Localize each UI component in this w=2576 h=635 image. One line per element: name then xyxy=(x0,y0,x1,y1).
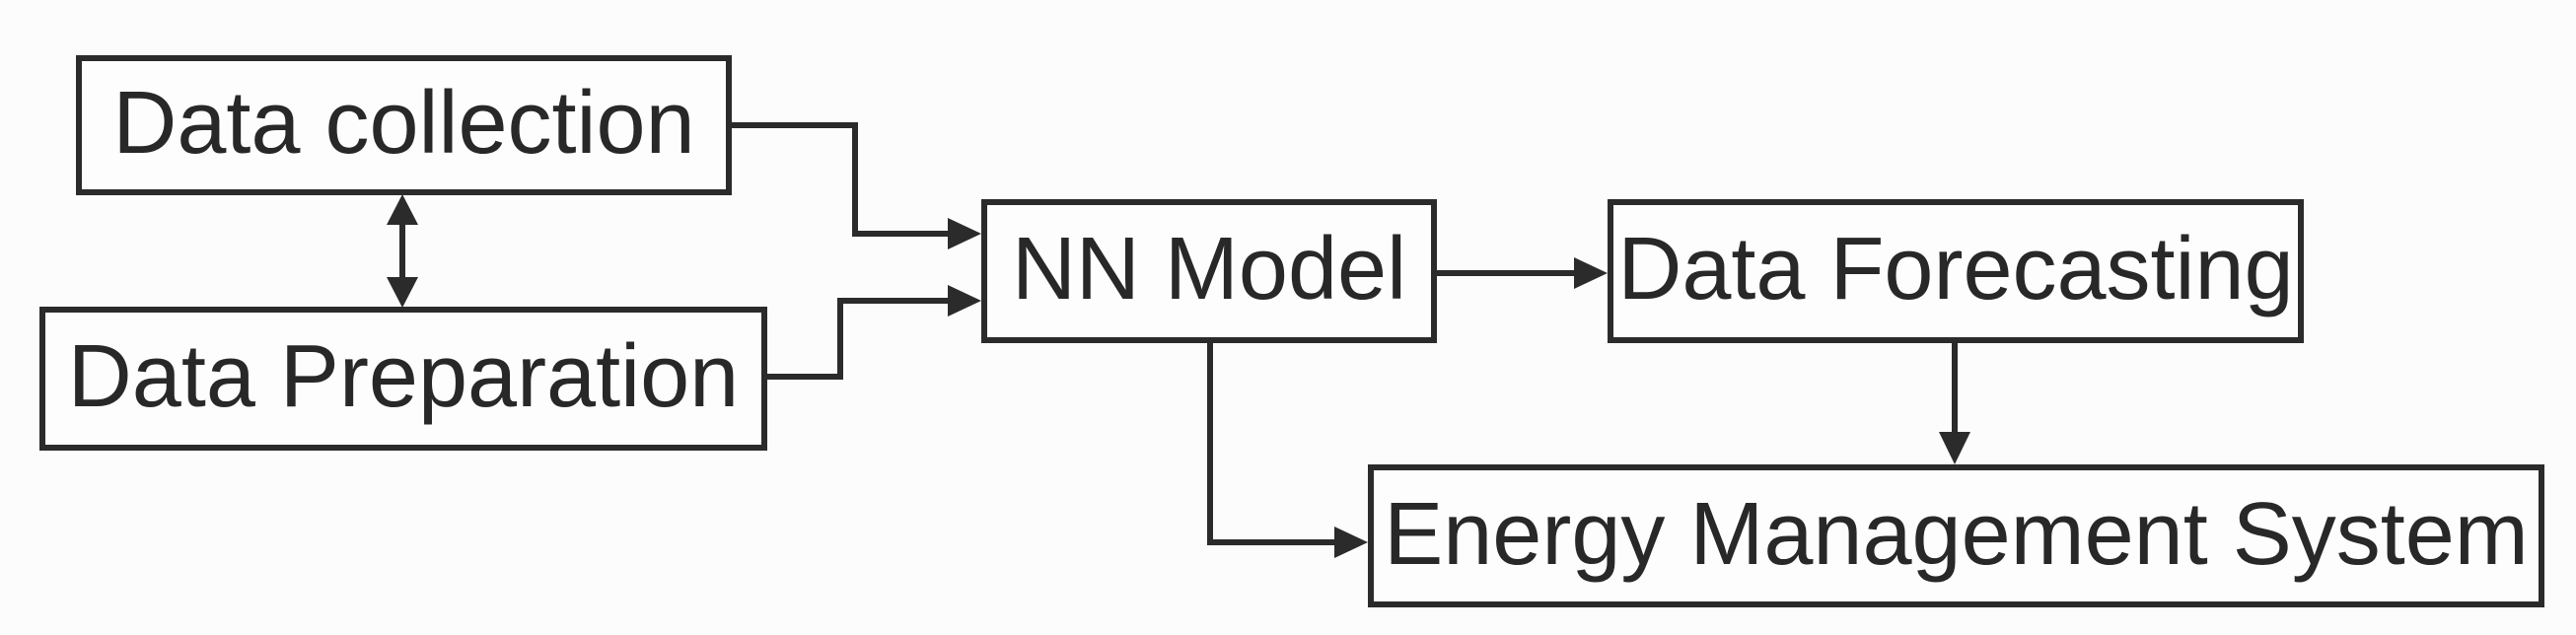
arrowhead-right-icon xyxy=(1334,527,1368,558)
edge-nn-model-energy-management xyxy=(1207,343,1368,558)
node-data-forecasting-label: Data Forecasting xyxy=(1617,220,2294,318)
node-nn-model-label: NN Model xyxy=(1011,220,1407,318)
edge-data-forecasting-energy-management xyxy=(1939,343,1970,464)
edge-data-collection-data-preparation xyxy=(387,194,418,308)
node-energy-management-system: Energy Management System xyxy=(1368,464,2544,607)
arrowhead-down-icon xyxy=(1939,432,1970,464)
node-data-forecasting: Data Forecasting xyxy=(1608,199,2304,343)
arrowhead-up-icon xyxy=(387,194,418,225)
edge-nn-model-data-forecasting xyxy=(1437,257,1608,289)
node-nn-model: NN Model xyxy=(981,199,1437,343)
arrowhead-right-icon xyxy=(1574,257,1608,289)
arrowhead-right-icon xyxy=(948,218,981,249)
node-data-preparation-label: Data Preparation xyxy=(67,327,740,426)
node-energy-management-system-label: Energy Management System xyxy=(1384,484,2529,584)
edge-data-preparation-nn-model xyxy=(767,285,981,380)
node-data-collection-label: Data collection xyxy=(112,74,695,173)
edge-data-collection-nn-model xyxy=(732,122,981,249)
arrowhead-down-icon xyxy=(387,277,418,308)
node-data-preparation: Data Preparation xyxy=(39,307,767,451)
node-data-collection: Data collection xyxy=(76,55,732,195)
arrowhead-right-icon xyxy=(948,285,981,317)
